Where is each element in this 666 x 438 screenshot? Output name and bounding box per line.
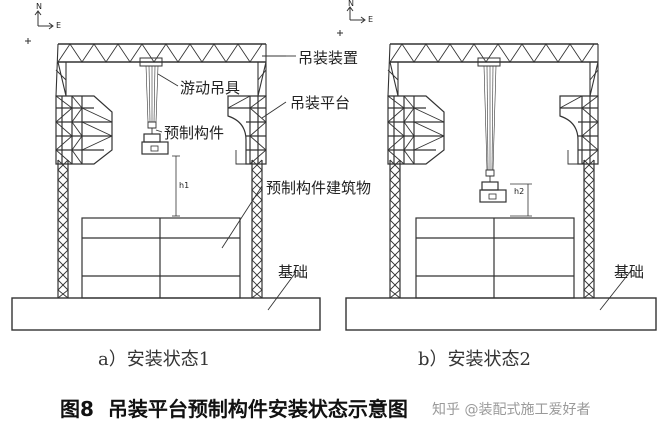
prefab-component-b [479, 181, 507, 203]
prefab-building-a [81, 217, 241, 299]
panel-b [345, 43, 657, 331]
left-tower-b [389, 159, 401, 299]
trolley-hoist-a [139, 57, 163, 134]
east-mark-a: E [56, 21, 62, 30]
label-trolley-hoist: 游动吊具 [180, 79, 241, 97]
label-prefab-component: 预制构件 [164, 124, 225, 142]
left-platform-b [387, 95, 445, 165]
foundation-slab-b [345, 297, 657, 331]
leader-lines-b [599, 271, 631, 311]
east-mark-b: E [368, 15, 374, 24]
watermark: 知乎 @装配式施工爱好者 [432, 402, 591, 418]
dimension-h1 [172, 155, 180, 217]
label-lifting-platform: 吊装平台 [290, 94, 351, 112]
figure-number: 图8 [60, 397, 94, 421]
dimension-label-h1: h1 [179, 181, 190, 190]
subcaption-a: a）安装状态1 [98, 349, 211, 370]
dimension-h2 [510, 183, 532, 217]
gantry-b [387, 43, 599, 97]
right-platform-b [559, 95, 599, 165]
left-platform-a [55, 95, 113, 165]
subcaption-b: b）安装状态2 [418, 349, 531, 370]
left-tower-a [57, 159, 69, 299]
right-platform-a [227, 95, 267, 165]
label-prefab-building: 预制构件建筑物 [266, 179, 372, 197]
panel-a [11, 43, 321, 331]
north-mark-a: N [36, 2, 42, 11]
right-tower-b [583, 159, 595, 299]
prefab-building-b [415, 217, 575, 299]
direction-marks [25, 6, 366, 44]
leader-lines-a [155, 55, 297, 311]
label-foundation-a: 基础 [278, 263, 309, 281]
trolley-hoist-b [477, 57, 501, 182]
label-hoist-device: 吊装装置 [298, 49, 359, 67]
dimension-label-h2: h2 [514, 187, 525, 196]
label-foundation-b: 基础 [614, 263, 645, 281]
prefab-component-a [141, 133, 169, 155]
figure-title: 吊装平台预制构件安装状态示意图 [107, 397, 408, 421]
north-mark-b: N [348, 0, 354, 8]
figure-caption: 图8 吊装平台预制构件安装状态示意图 [60, 393, 422, 422]
right-tower-a [251, 159, 263, 299]
